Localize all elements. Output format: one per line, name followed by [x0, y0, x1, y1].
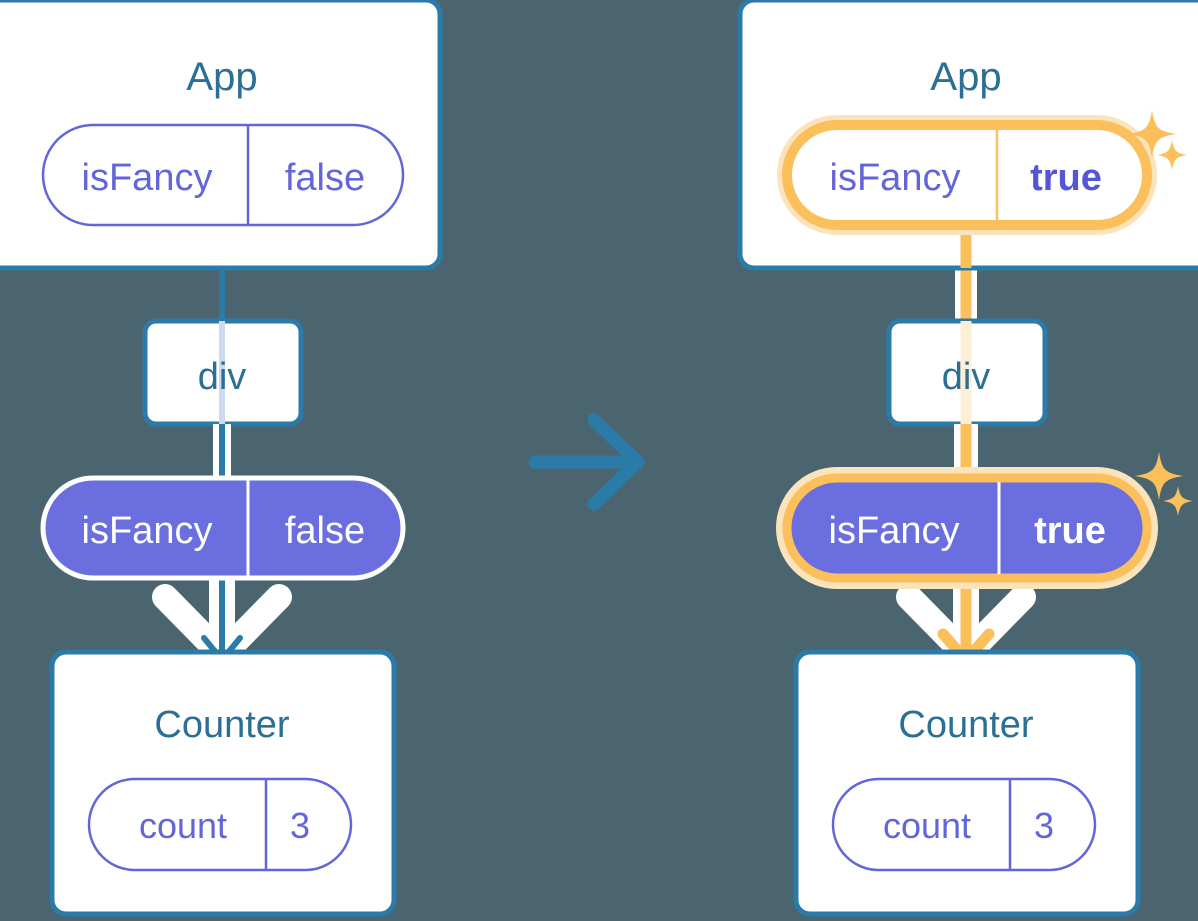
counter-state-pill-left: count 3 [87, 777, 353, 872]
sparkle-app-pill-icon [1128, 110, 1187, 170]
pill-key-label: count [883, 805, 971, 846]
pill-outline [831, 777, 1097, 872]
pill-highlight-ring [782, 120, 1152, 230]
pill-value-label: 3 [1034, 805, 1054, 846]
pill-outline [87, 777, 353, 872]
pill-key-label: count [139, 805, 227, 846]
sparkle-props-pill-icon [1135, 452, 1193, 516]
pill-fill [40, 475, 406, 581]
props-pill-left: isFancy false [40, 475, 406, 581]
pill-value-label: false [285, 157, 365, 199]
pill-value-label: false [285, 510, 365, 552]
pill-key-label: isFancy [829, 510, 960, 552]
pill-value-label: 3 [290, 805, 310, 846]
transition-arrow [528, 413, 645, 511]
div-label-right: div [942, 356, 991, 398]
pill-key-label: isFancy [82, 510, 213, 552]
div-label-left: div [198, 356, 247, 398]
pill-highlight-ring [782, 473, 1152, 583]
app-state-pill-right: isFancy true [777, 115, 1157, 235]
counter-state-pill-right: count 3 [831, 777, 1097, 872]
props-pill-right: isFancy true [776, 467, 1158, 589]
app-title-right: App [930, 55, 1001, 99]
pill-value-label: true [1030, 157, 1102, 199]
pill-outline [41, 123, 405, 227]
pill-key-label: isFancy [82, 157, 213, 199]
panel-before: App isFancy false div [0, 0, 443, 917]
panel-after: App isFancy true div [737, 0, 1198, 917]
pill-value-label: true [1034, 510, 1106, 552]
counter-title-right: Counter [898, 704, 1034, 746]
pill-key-label: isFancy [830, 157, 961, 199]
app-title-left: App [186, 55, 257, 99]
app-state-pill-left: isFancy false [41, 123, 405, 227]
counter-title-left: Counter [154, 704, 290, 746]
